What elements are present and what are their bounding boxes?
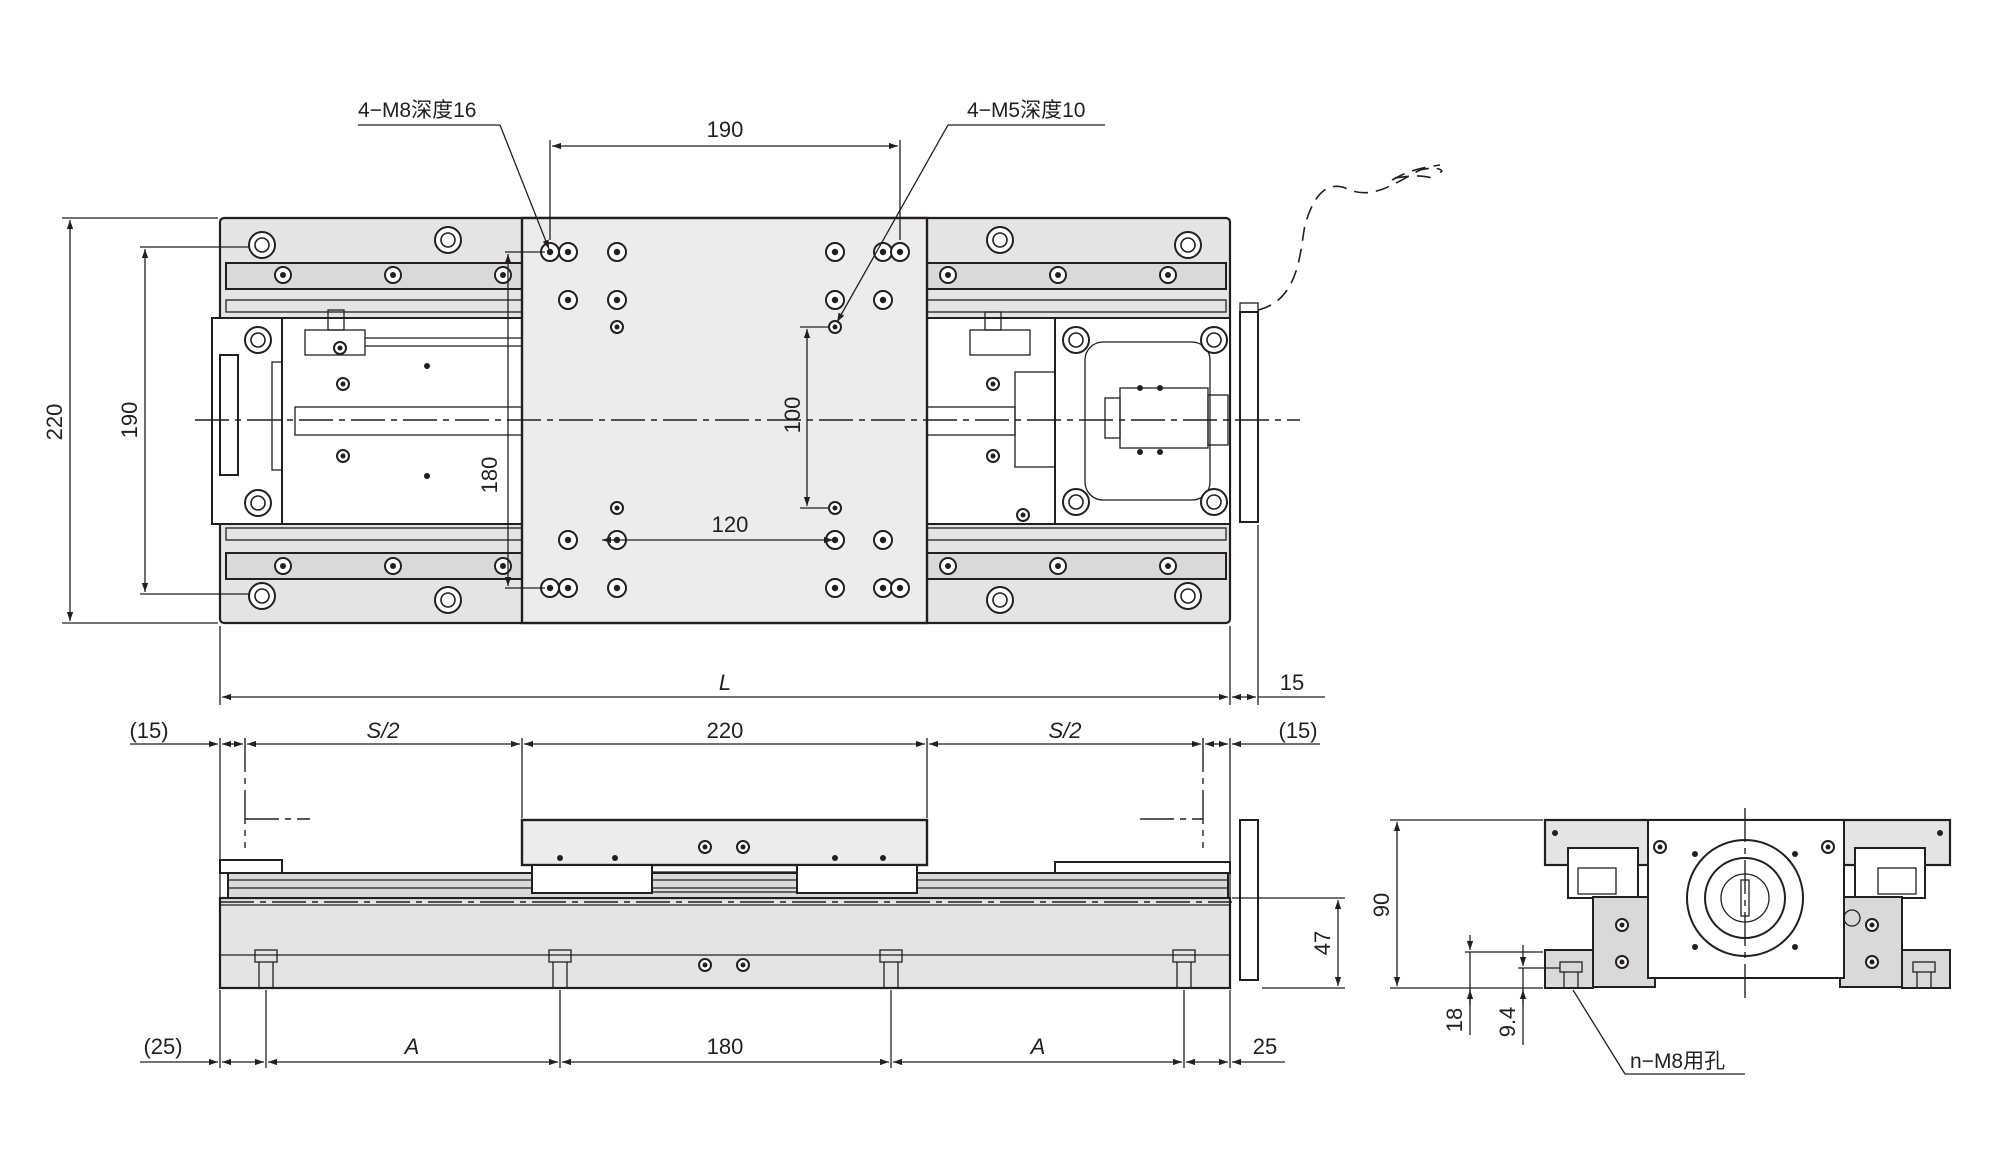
top-view-dimensions: 220 190 190 100 180 120 [42, 117, 1325, 705]
front-mount-bolts [254, 949, 1196, 988]
side-view: 90 18 9.4 n−M8用孔 [1369, 808, 1952, 1075]
dim-L: L [719, 670, 731, 695]
dim-190-vertical: 190 [117, 402, 142, 439]
dim-190-horizontal: 190 [707, 117, 744, 142]
dim-25-left: (25) [143, 1034, 182, 1059]
motor-housing [1054, 317, 1231, 525]
right-carriage [924, 317, 1056, 525]
dim-15-left: (15) [129, 718, 168, 743]
dim-220-vertical: 220 [42, 404, 67, 441]
top-view-callouts: 4−M8深度16 4−M5深度10 [358, 99, 1105, 323]
dim-15-right: (15) [1278, 718, 1317, 743]
side-view-dimensions: 90 18 9.4 [1369, 819, 1560, 1045]
table-holes [540, 242, 910, 598]
dim-47: 47 [1310, 931, 1335, 955]
dim-18: 18 [1442, 1008, 1467, 1032]
front-view-dimensions: (15) S/2 220 S/2 (15) 47 (25) A [129, 718, 1345, 1068]
callout-mount-holes: n−M8用孔 [1630, 1050, 1725, 1073]
dim-220-table: 220 [707, 718, 744, 743]
dim-120-horizontal: 120 [712, 512, 749, 537]
side-view-callouts: n−M8用孔 [1572, 989, 1745, 1075]
front-table [520, 818, 929, 867]
dim-s2-left: S/2 [366, 718, 399, 743]
front-rail [227, 872, 1229, 899]
left-carriage [281, 317, 526, 525]
front-view: (15) S/2 220 S/2 (15) 47 (25) A [129, 718, 1345, 1068]
motor-cable [1257, 167, 1443, 311]
dim-a-left: A [403, 1034, 420, 1059]
dim-180-vertical: 180 [477, 457, 502, 494]
dim-s2-right: S/2 [1048, 718, 1081, 743]
dim-25-right: 25 [1253, 1034, 1277, 1059]
dim-90: 90 [1369, 893, 1394, 917]
motor-end-plate [1239, 311, 1259, 523]
corner-holes [248, 226, 1202, 614]
top-view: 220 190 190 100 180 120 [42, 99, 1443, 705]
front-base [218, 896, 1232, 990]
dim-180-pitch: 180 [707, 1034, 744, 1059]
dim-15-motor: 15 [1280, 670, 1304, 695]
callout-m8-holes: 4−M8深度16 [358, 99, 476, 122]
callout-m5-holes: 4−M5深度10 [967, 99, 1085, 122]
dim-100-vertical: 100 [780, 397, 805, 434]
dim-a-right: A [1029, 1034, 1046, 1059]
dim-9-4: 9.4 [1495, 1007, 1520, 1038]
